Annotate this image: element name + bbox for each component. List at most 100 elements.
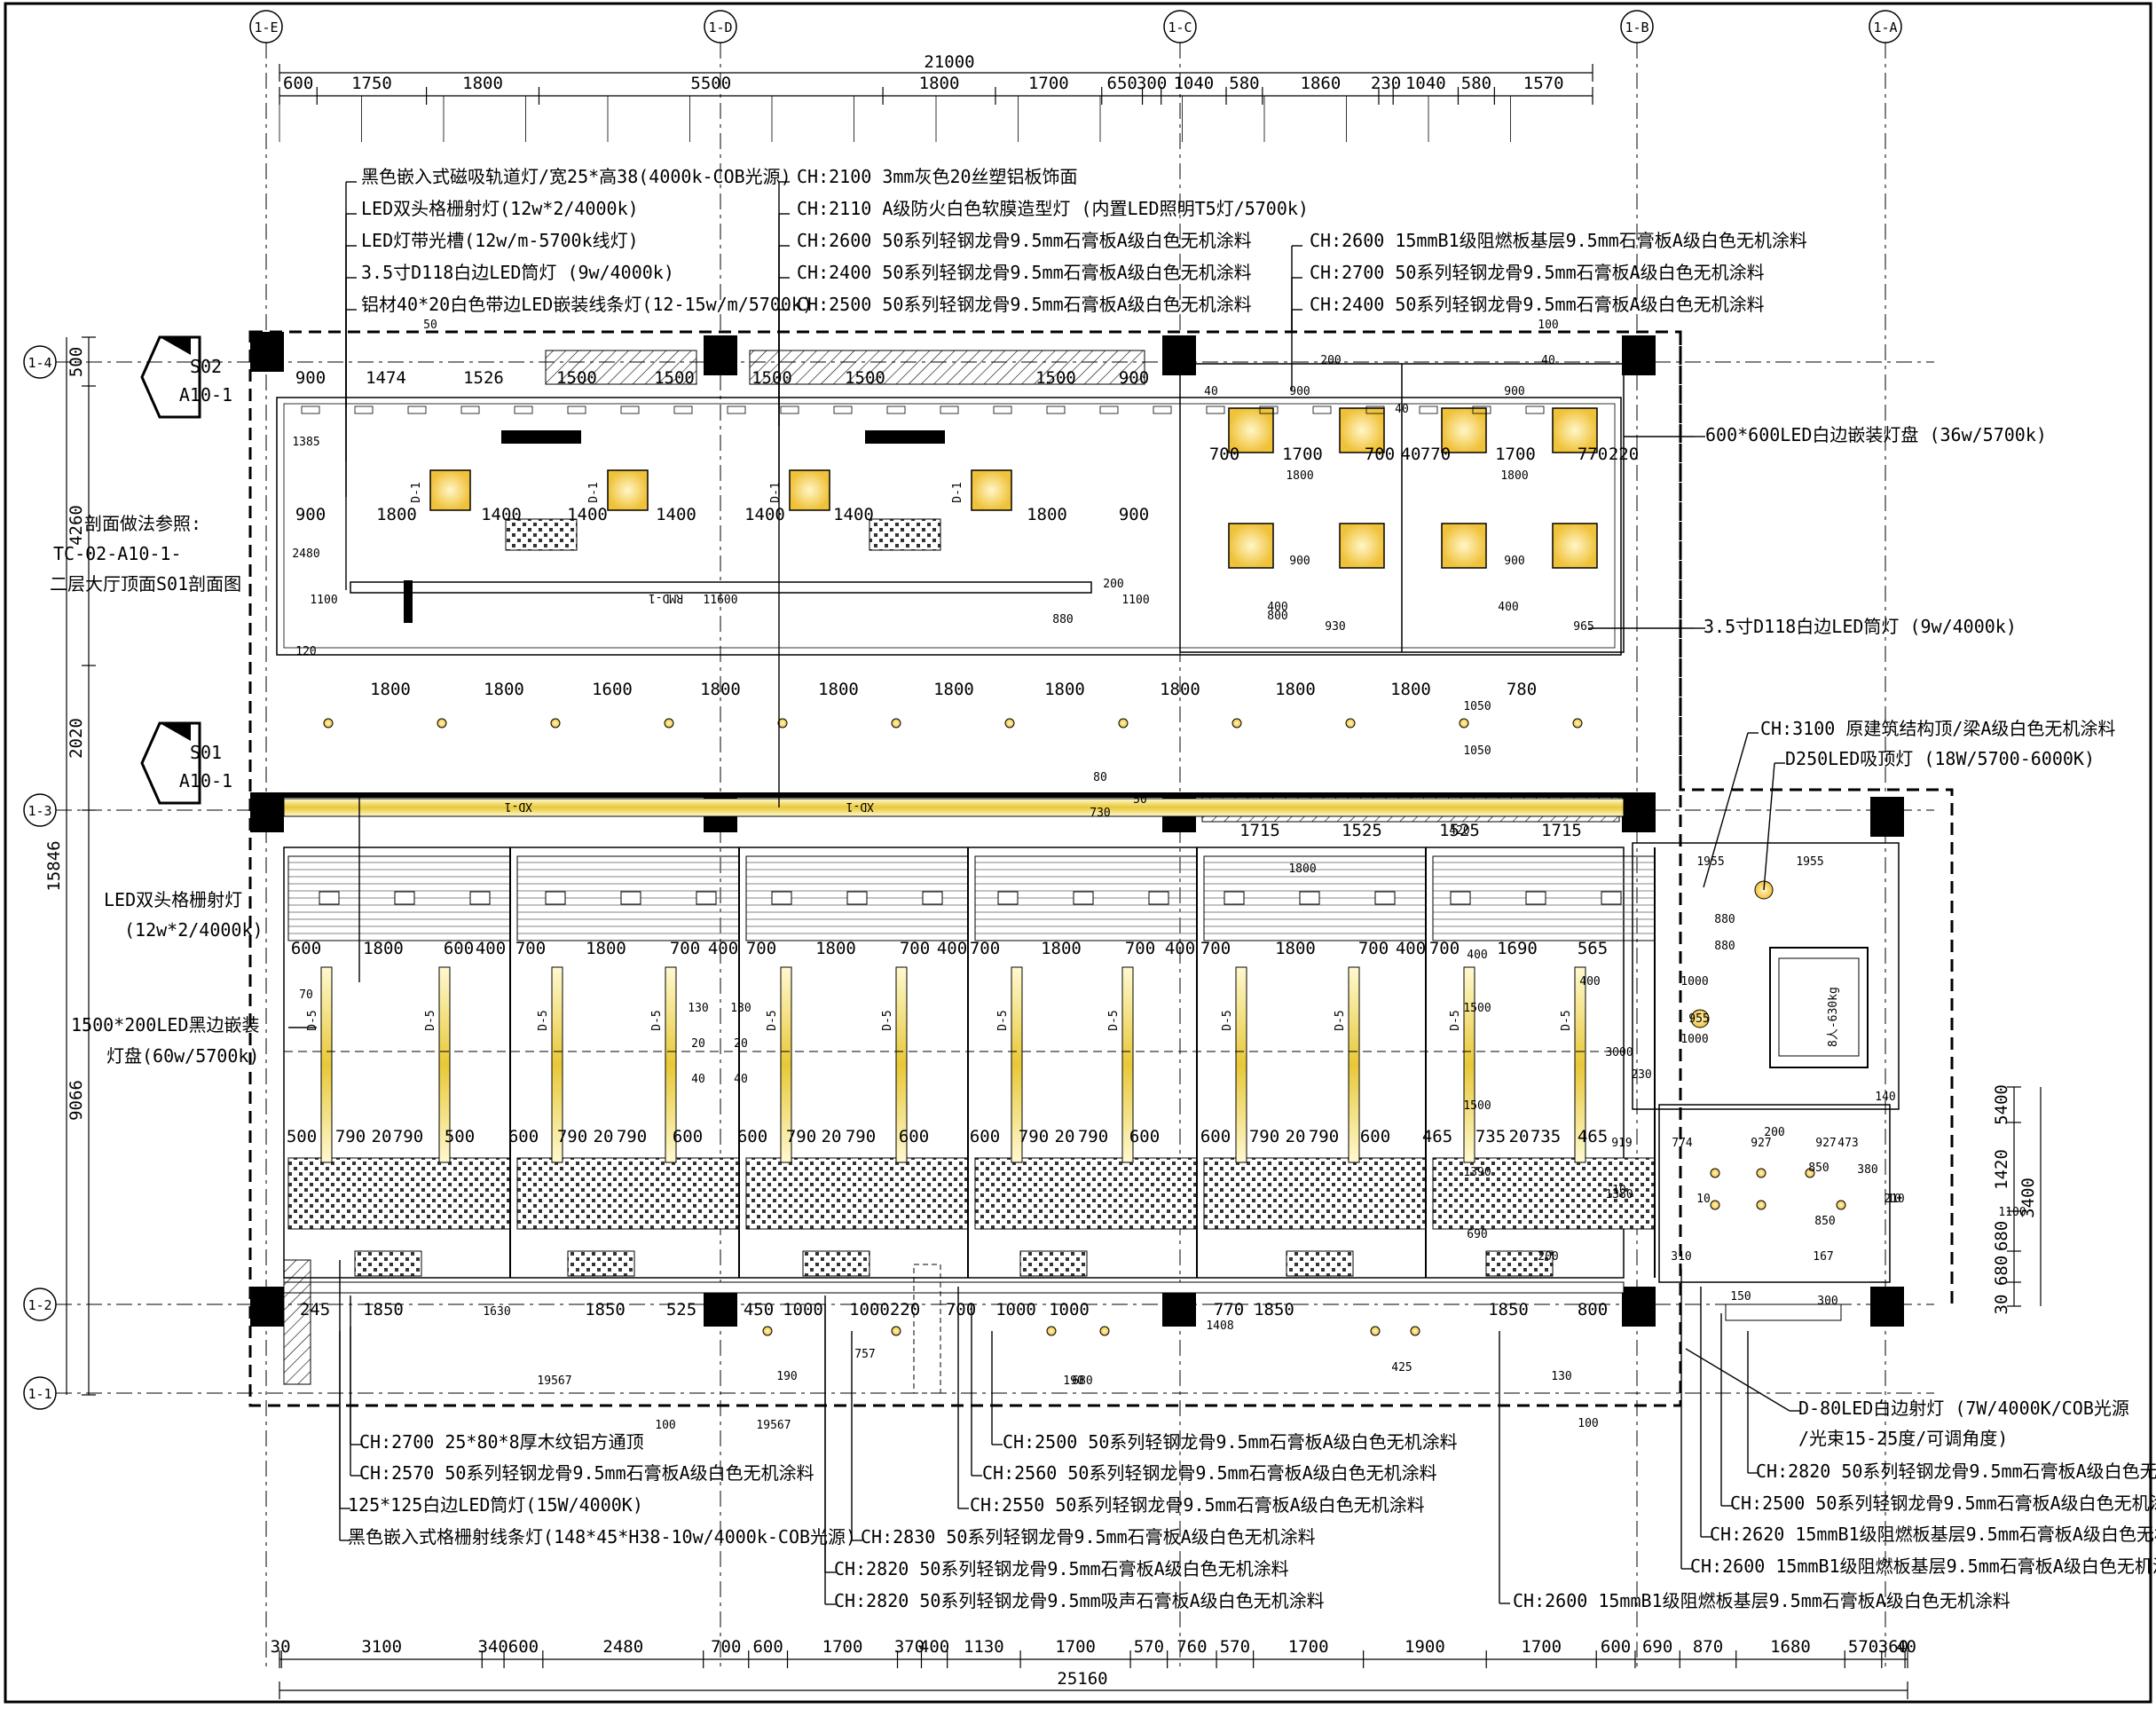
track-spot: [1312, 406, 1332, 414]
axis-label-1-B: 1-B: [1625, 20, 1648, 35]
dim-row-1715: 1525: [1439, 821, 1480, 840]
beam-line: [284, 792, 1624, 798]
dim-misc: 955: [1688, 1012, 1709, 1026]
dim-misc: 3000: [1605, 1046, 1633, 1059]
dim-row-790b: 465: [1578, 1127, 1608, 1146]
downlight: [1345, 718, 1356, 728]
dim-misc: 400: [1498, 601, 1518, 614]
notes-top-mid: CH:2100 3mm灰色20丝塑铝板饰面 CH:2110 A级防火白色软膜造型…: [797, 166, 1309, 315]
dim-top-value: 580: [1229, 74, 1259, 93]
dim-misc: 1500: [1463, 1099, 1491, 1113]
dim-misc: 730: [1090, 807, 1110, 820]
dim-misc: 130: [730, 1002, 751, 1015]
led-panel-1500-3: [665, 966, 677, 1163]
downlight: [1231, 718, 1242, 728]
dim-misc: 880: [1714, 940, 1735, 953]
dim-top-value: 1750: [351, 74, 392, 93]
dim-left-4260: 4260: [67, 505, 86, 546]
dim-row-790b: 735: [1475, 1127, 1506, 1146]
square-light-3: [971, 469, 1012, 511]
section-tag-s02[interactable]: S02 A10-1: [140, 335, 232, 419]
dim-misc: 300: [1817, 1295, 1837, 1308]
note-ch2500: CH:2500 50系列轻钢龙骨9.5mm石膏板A级白色无机涂料: [797, 294, 1252, 315]
grille-spot: [696, 891, 717, 905]
dim-misc: 200: [1538, 1250, 1558, 1264]
dim-bottom-value: 1130: [964, 1637, 1004, 1657]
dim-row-600: 1800: [815, 939, 856, 958]
dim-right-680: 680: [1992, 1221, 2011, 1251]
tag-d5: D-5: [1334, 1010, 1347, 1030]
led-panel-1500-11: [1574, 966, 1586, 1163]
led-panel-1500-7: [1121, 966, 1134, 1163]
d80-spotlight: [1710, 1200, 1720, 1210]
dim-misc: 1100: [1121, 594, 1149, 607]
note-downlight: 3.5寸D118白边LED筒灯 (9w/4000k): [361, 262, 674, 283]
square-light-1: [607, 469, 649, 511]
dim-misc: 900: [1504, 555, 1524, 568]
note-ch2830: CH:2830 50系列轻钢龙骨9.5mm石膏板A级白色无机涂料: [861, 1526, 1316, 1548]
dim-bottom-value: 340: [478, 1637, 508, 1657]
d80-spotlight: [1756, 1200, 1767, 1210]
dim-room-right: 220: [1609, 445, 1639, 464]
notes-left: 剖面做法参照: TC-02-A10-1- 二层大厅顶面S01剖面图 LED双头格…: [50, 513, 264, 1067]
grille-spot: [620, 891, 641, 905]
note-ch2500-b: CH:2500 50系列轻钢龙骨9.5mm石膏板A级白色无机涂料: [1003, 1431, 1458, 1453]
grille-spot: [922, 891, 943, 905]
track-spot: [1206, 406, 1225, 414]
dim-misc: 400: [1267, 601, 1287, 614]
dim-misc: 690: [1467, 1228, 1487, 1241]
note-panel1500-1: 1500*200LED黑边嵌装: [71, 1014, 259, 1036]
dim-row-600b: 400: [1396, 939, 1426, 958]
axis-label-1-2: 1-2: [28, 1297, 51, 1313]
dim-row-1850: 220: [890, 1300, 920, 1319]
d80-spotlight: [1836, 1200, 1846, 1210]
dim-top-value: 1570: [1523, 74, 1564, 93]
dim-misc: 965: [1573, 620, 1593, 634]
section-tag-s01[interactable]: S01 A10-1: [140, 721, 232, 805]
dim-bottom-value: 1700: [822, 1637, 863, 1657]
dim-misc: 40: [1395, 403, 1409, 416]
downlight: [1004, 718, 1015, 728]
dim-row-790: 790: [557, 1127, 587, 1146]
track-spot: [1099, 406, 1119, 414]
linear-grille-5: [1485, 1250, 1554, 1277]
dim-row-1850: 1000: [849, 1300, 890, 1319]
track-spot: [727, 406, 746, 414]
tag-d5: D-5: [1560, 1010, 1573, 1030]
dim-row-light: 1400: [656, 505, 696, 524]
track-spot: [460, 406, 480, 414]
note-ch2700: CH:2700 50系列轻钢龙骨9.5mm石膏板A级白色无机涂料: [1310, 262, 1765, 283]
axis-label-1-4: 1-4: [28, 355, 51, 371]
dim-bottom-value: 690: [1642, 1637, 1672, 1657]
linear-grille-4: [1286, 1250, 1354, 1277]
dim-bottom-value: 870: [1693, 1637, 1723, 1657]
dim-top-value: 1800: [919, 74, 960, 93]
dim-row1: 1500: [556, 368, 597, 388]
dim-row-790: 600: [673, 1127, 703, 1146]
dim-row-790b: 20: [1286, 1127, 1306, 1146]
led-panel-600-3: [1552, 407, 1598, 453]
dim-misc: 310: [1671, 1250, 1691, 1264]
grille-band-3: [974, 1157, 1198, 1230]
dim-room-right: 1700: [1495, 445, 1536, 464]
note-ch2560: CH:2560 50系列轻钢龙骨9.5mm石膏板A级白色无机涂料: [982, 1462, 1437, 1484]
dim-misc: 900: [1289, 555, 1310, 568]
dim-top-value: 5500: [690, 74, 731, 93]
dim-misc: 900: [1289, 385, 1310, 398]
led-panel-1500-4: [780, 966, 792, 1163]
dim-misc: 1000: [1680, 975, 1708, 988]
track-spot: [1259, 406, 1279, 414]
dim-misc: 40: [734, 1073, 748, 1086]
corridor-downlight: [1410, 1326, 1420, 1336]
column-0: [250, 332, 284, 372]
column-7: [1622, 792, 1656, 832]
dim-misc: 1050: [1463, 700, 1491, 713]
dim-row-1850: 245: [300, 1300, 330, 1319]
downlight: [891, 718, 901, 728]
dim-top-value: 1040: [1405, 74, 1446, 93]
tag-xd1-right: XD-1: [846, 799, 874, 813]
dim-row-light: 1800: [1027, 505, 1067, 524]
dim-misc: 50: [423, 319, 437, 332]
note-ch3100: CH:3100 原建筑结构顶/梁A级白色无机涂料: [1760, 718, 2115, 739]
corridor-downlight: [1046, 1326, 1057, 1336]
